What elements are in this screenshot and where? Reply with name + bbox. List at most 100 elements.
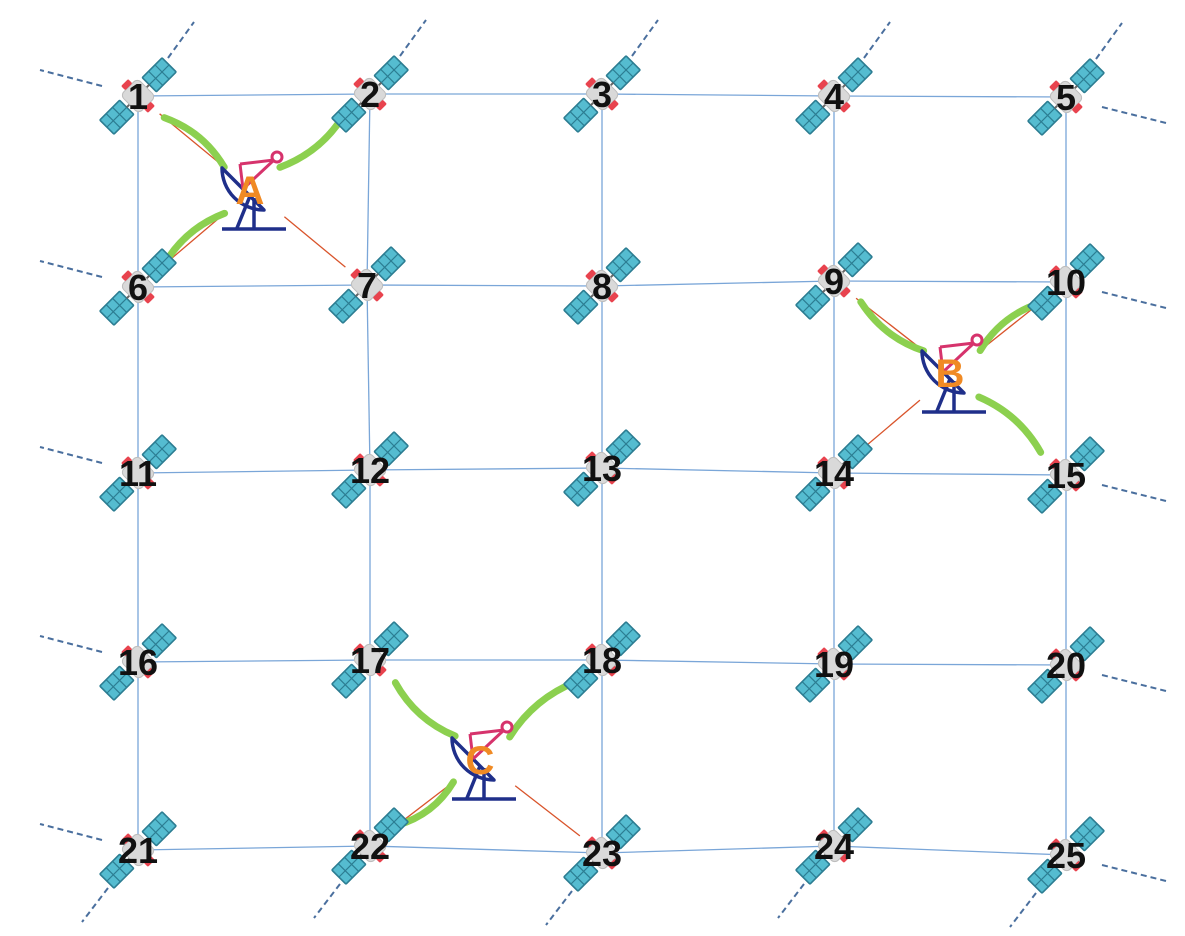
active-link-A-1 xyxy=(160,114,228,171)
satellite-20: 20 xyxy=(1020,619,1112,711)
satellite-label: 6 xyxy=(128,267,148,308)
satellite-14: 14 xyxy=(788,427,880,519)
link-3-4 xyxy=(601,93,835,97)
orbit-trail-5-right xyxy=(1101,106,1167,124)
satellite-19: 19 xyxy=(788,618,880,710)
satellite-8: 8 xyxy=(556,240,648,332)
orbit-trail-23-downleft xyxy=(545,890,573,926)
satellite-label: 5 xyxy=(1056,77,1076,118)
ground-station-C: C xyxy=(450,720,518,801)
satellite-7: 7 xyxy=(321,239,413,331)
link-22-23 xyxy=(369,845,603,854)
satellite-4: 4 xyxy=(788,50,880,142)
satellite-label: 25 xyxy=(1046,835,1086,876)
satellite-label: 9 xyxy=(824,261,844,302)
ground-station-label: C xyxy=(466,739,495,783)
link-18-19 xyxy=(601,659,835,665)
satellite-label: 23 xyxy=(582,833,622,874)
ground-link-A-7 xyxy=(283,216,346,268)
satellite-label: 3 xyxy=(592,74,612,115)
orbit-trail-15-right xyxy=(1101,484,1167,502)
link-4-5 xyxy=(833,95,1067,98)
orbit-trail-25-downleft xyxy=(1009,892,1037,928)
satellite-label: 21 xyxy=(118,830,158,871)
active-link-C-18 xyxy=(506,678,580,741)
inter-satellite-links xyxy=(137,93,1067,856)
orbit-trail-3-upright xyxy=(631,19,659,57)
ground-stations: A B C xyxy=(220,150,988,801)
orbit-trail-2-upright xyxy=(399,19,427,57)
orbit-trail-5-upright xyxy=(1095,22,1123,60)
ground-station-label: B xyxy=(936,352,965,396)
orbit-trail-20-right xyxy=(1101,674,1167,692)
satellite-label: 24 xyxy=(814,826,854,867)
satellite-label: 2 xyxy=(360,74,380,115)
link-7-8 xyxy=(366,284,603,287)
orbit-trail-1-upright xyxy=(167,21,195,59)
satellite-label: 18 xyxy=(582,640,622,681)
satellite-11: 11 xyxy=(92,427,184,519)
link-14-15 xyxy=(833,472,1067,476)
satellite-label: 14 xyxy=(814,453,854,494)
satellite-label: 13 xyxy=(582,448,622,489)
satellite-label: 8 xyxy=(592,266,612,307)
active-link-B-9 xyxy=(857,298,928,355)
link-9-10 xyxy=(833,280,1067,283)
orbit-trail-21-left xyxy=(39,823,103,841)
satellite-label: 1 xyxy=(128,76,148,117)
satellite-label: 17 xyxy=(350,640,390,681)
satellite-3: 3 xyxy=(556,48,648,140)
link-16-17 xyxy=(137,659,371,663)
satellite-label: 19 xyxy=(814,644,854,685)
satellite-16: 16 xyxy=(92,616,184,708)
satellite-label: 15 xyxy=(1046,455,1086,496)
orbit-trail-25-right xyxy=(1101,864,1167,882)
ground-link-C-23 xyxy=(514,785,581,837)
link-6-7 xyxy=(137,284,368,288)
satellite-21: 21 xyxy=(92,804,184,896)
orbit-trail-1-left xyxy=(39,69,103,87)
link-8-9 xyxy=(601,280,835,287)
satellite-10: 10 xyxy=(1020,236,1112,328)
satellite-label: 22 xyxy=(350,826,390,867)
orbit-trail-16-left xyxy=(39,635,103,653)
satellite-5: 5 xyxy=(1020,51,1112,143)
satellite-6: 6 xyxy=(92,241,184,333)
orbit-trail-10-right xyxy=(1101,291,1167,309)
link-19-20 xyxy=(833,663,1067,666)
orbit-trail-24-downleft xyxy=(777,883,805,919)
satellite-label: 11 xyxy=(119,453,157,494)
satellite-12: 12 xyxy=(324,424,416,516)
satellite-label: 16 xyxy=(118,642,158,683)
link-21-22 xyxy=(137,845,371,851)
ground-station-A: A xyxy=(220,150,288,231)
orbit-trail-11-left xyxy=(39,446,103,464)
satellite-label: 12 xyxy=(350,450,390,491)
satellite-1: 1 xyxy=(92,50,184,142)
satellite-22: 22 xyxy=(324,800,416,892)
satellite-label: 7 xyxy=(357,265,377,306)
link-13-14 xyxy=(601,467,835,474)
link-1-2 xyxy=(137,93,371,97)
satellite-13: 13 xyxy=(556,422,648,514)
satellite-25: 25 xyxy=(1020,809,1112,901)
ground-station-B: B xyxy=(920,333,988,414)
link-2-7 xyxy=(366,93,371,286)
satellite-2: 2 xyxy=(324,48,416,140)
satellite-18: 18 xyxy=(556,614,648,706)
orbit-trail-22-downleft xyxy=(313,883,341,919)
link-7-12 xyxy=(366,284,371,471)
link-24-25 xyxy=(833,845,1067,856)
satellite-17: 17 xyxy=(324,614,416,706)
orbit-trails xyxy=(39,19,1167,928)
orbit-trail-4-upright xyxy=(863,21,891,59)
orbit-trail-6-left xyxy=(39,260,103,278)
ground-station-label: A xyxy=(236,169,265,213)
orbit-trail-21-downleft xyxy=(81,887,109,923)
active-link-B-15 xyxy=(975,393,1045,456)
satellite-23: 23 xyxy=(556,807,648,899)
satellite-label: 10 xyxy=(1046,262,1086,303)
